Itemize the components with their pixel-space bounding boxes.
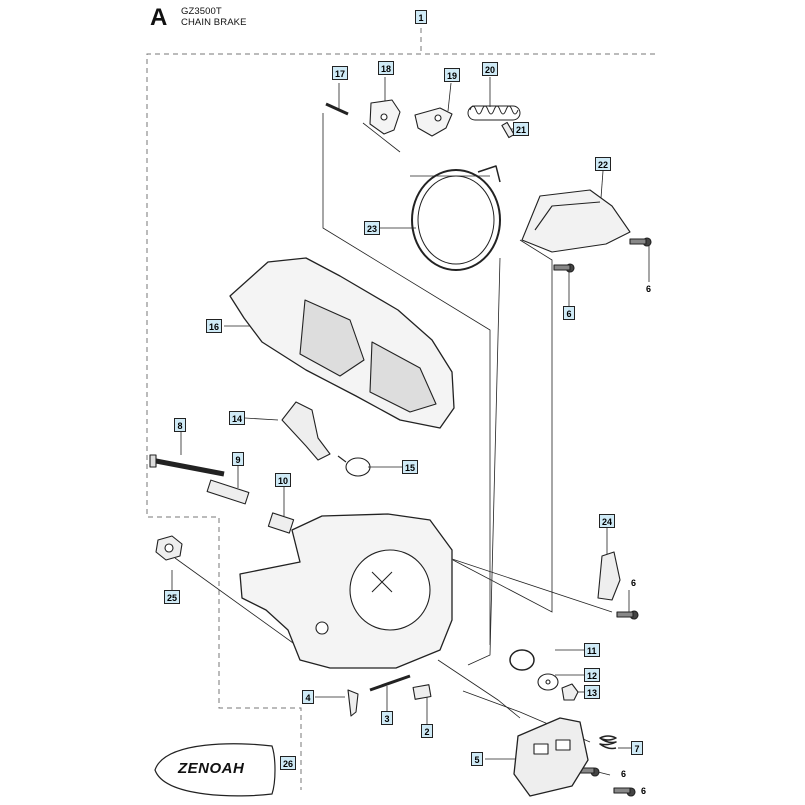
- callout-15[interactable]: 15: [402, 460, 419, 474]
- callout-7[interactable]: 7: [631, 741, 643, 755]
- callout-18[interactable]: 18: [378, 61, 395, 75]
- callout-11[interactable]: 11: [584, 643, 600, 657]
- callout-5[interactable]: 5: [471, 752, 483, 766]
- callout-24[interactable]: 24: [599, 514, 616, 528]
- callout-13[interactable]: 13: [584, 685, 601, 699]
- callout-26[interactable]: 26: [280, 756, 297, 770]
- callout-19[interactable]: 19: [444, 68, 461, 82]
- label-6-guard: 6: [646, 284, 652, 294]
- model-number: GZ3500T: [181, 6, 222, 17]
- logo-badge-shape: [154, 743, 276, 797]
- callout-1[interactable]: 1: [415, 10, 427, 24]
- callout-4[interactable]: 4: [302, 690, 314, 704]
- callout-14[interactable]: 14: [229, 411, 246, 425]
- spring-20: [467, 105, 521, 121]
- callout-22[interactable]: 22: [595, 157, 612, 171]
- part-drawings: [149, 99, 652, 797]
- assembly-title: CHAIN BRAKE: [181, 17, 247, 28]
- callout-10[interactable]: 10: [275, 473, 292, 487]
- zenoah-logo: ZENOAH: [178, 760, 245, 777]
- label-6-plate-lower: 6: [641, 786, 647, 796]
- callout-6[interactable]: 6: [563, 306, 575, 320]
- leader-lines: [171, 77, 650, 793]
- callout-17[interactable]: 17: [332, 66, 349, 80]
- assembly-boundary: [146, 28, 655, 790]
- callout-3[interactable]: 3: [381, 711, 393, 725]
- callout-12[interactable]: 12: [584, 668, 601, 682]
- callout-9[interactable]: 9: [232, 452, 244, 466]
- callout-20[interactable]: 20: [482, 62, 499, 76]
- callout-21[interactable]: 21: [513, 122, 530, 136]
- callout-23[interactable]: 23: [364, 221, 381, 235]
- section-letter: A: [150, 4, 168, 31]
- callout-25[interactable]: 25: [164, 590, 181, 604]
- callout-8[interactable]: 8: [174, 418, 186, 432]
- callout-16[interactable]: 16: [206, 319, 223, 333]
- label-6-plate-upper: 6: [621, 769, 627, 779]
- label-6-pad: 6: [631, 578, 637, 588]
- callout-2[interactable]: 2: [421, 724, 433, 738]
- screw-6: [553, 237, 652, 797]
